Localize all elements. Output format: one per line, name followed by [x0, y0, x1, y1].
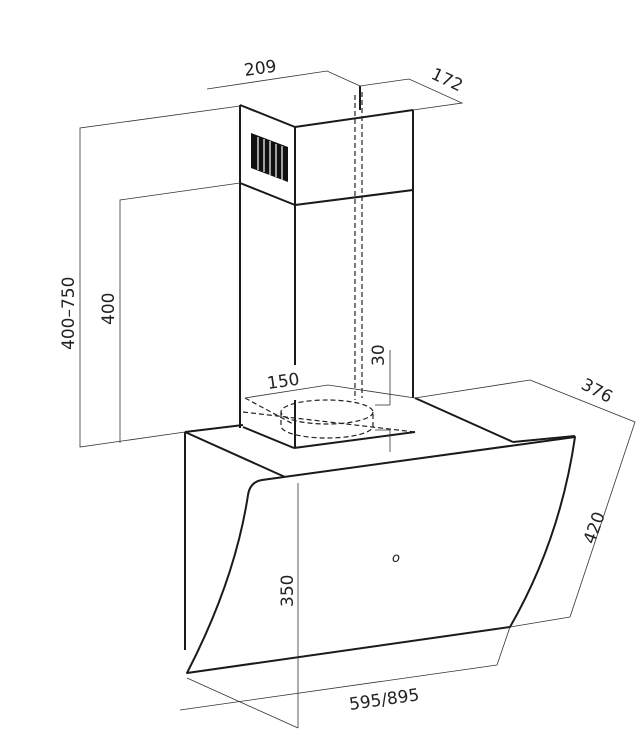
dim-376: 376	[578, 375, 616, 408]
dim-400-750: 400–750	[59, 277, 79, 350]
dim-209: 209	[243, 57, 278, 81]
glass-panel	[186, 436, 576, 674]
dim-172: 172	[428, 64, 466, 96]
chimney-lower	[239, 92, 416, 449]
dim-350: 350	[278, 575, 298, 607]
dim-400: 400	[99, 293, 119, 325]
dim-595-895: 595/895	[348, 685, 421, 715]
dim-150: 150	[266, 370, 301, 394]
outlet-collar	[280, 399, 374, 439]
hood-body	[184, 397, 576, 650]
chimney-upper	[239, 86, 414, 206]
control-button: o	[392, 551, 400, 566]
dimension-lines	[79, 70, 636, 729]
dim-420: 420	[580, 509, 610, 546]
dim-30: 30	[369, 344, 389, 366]
